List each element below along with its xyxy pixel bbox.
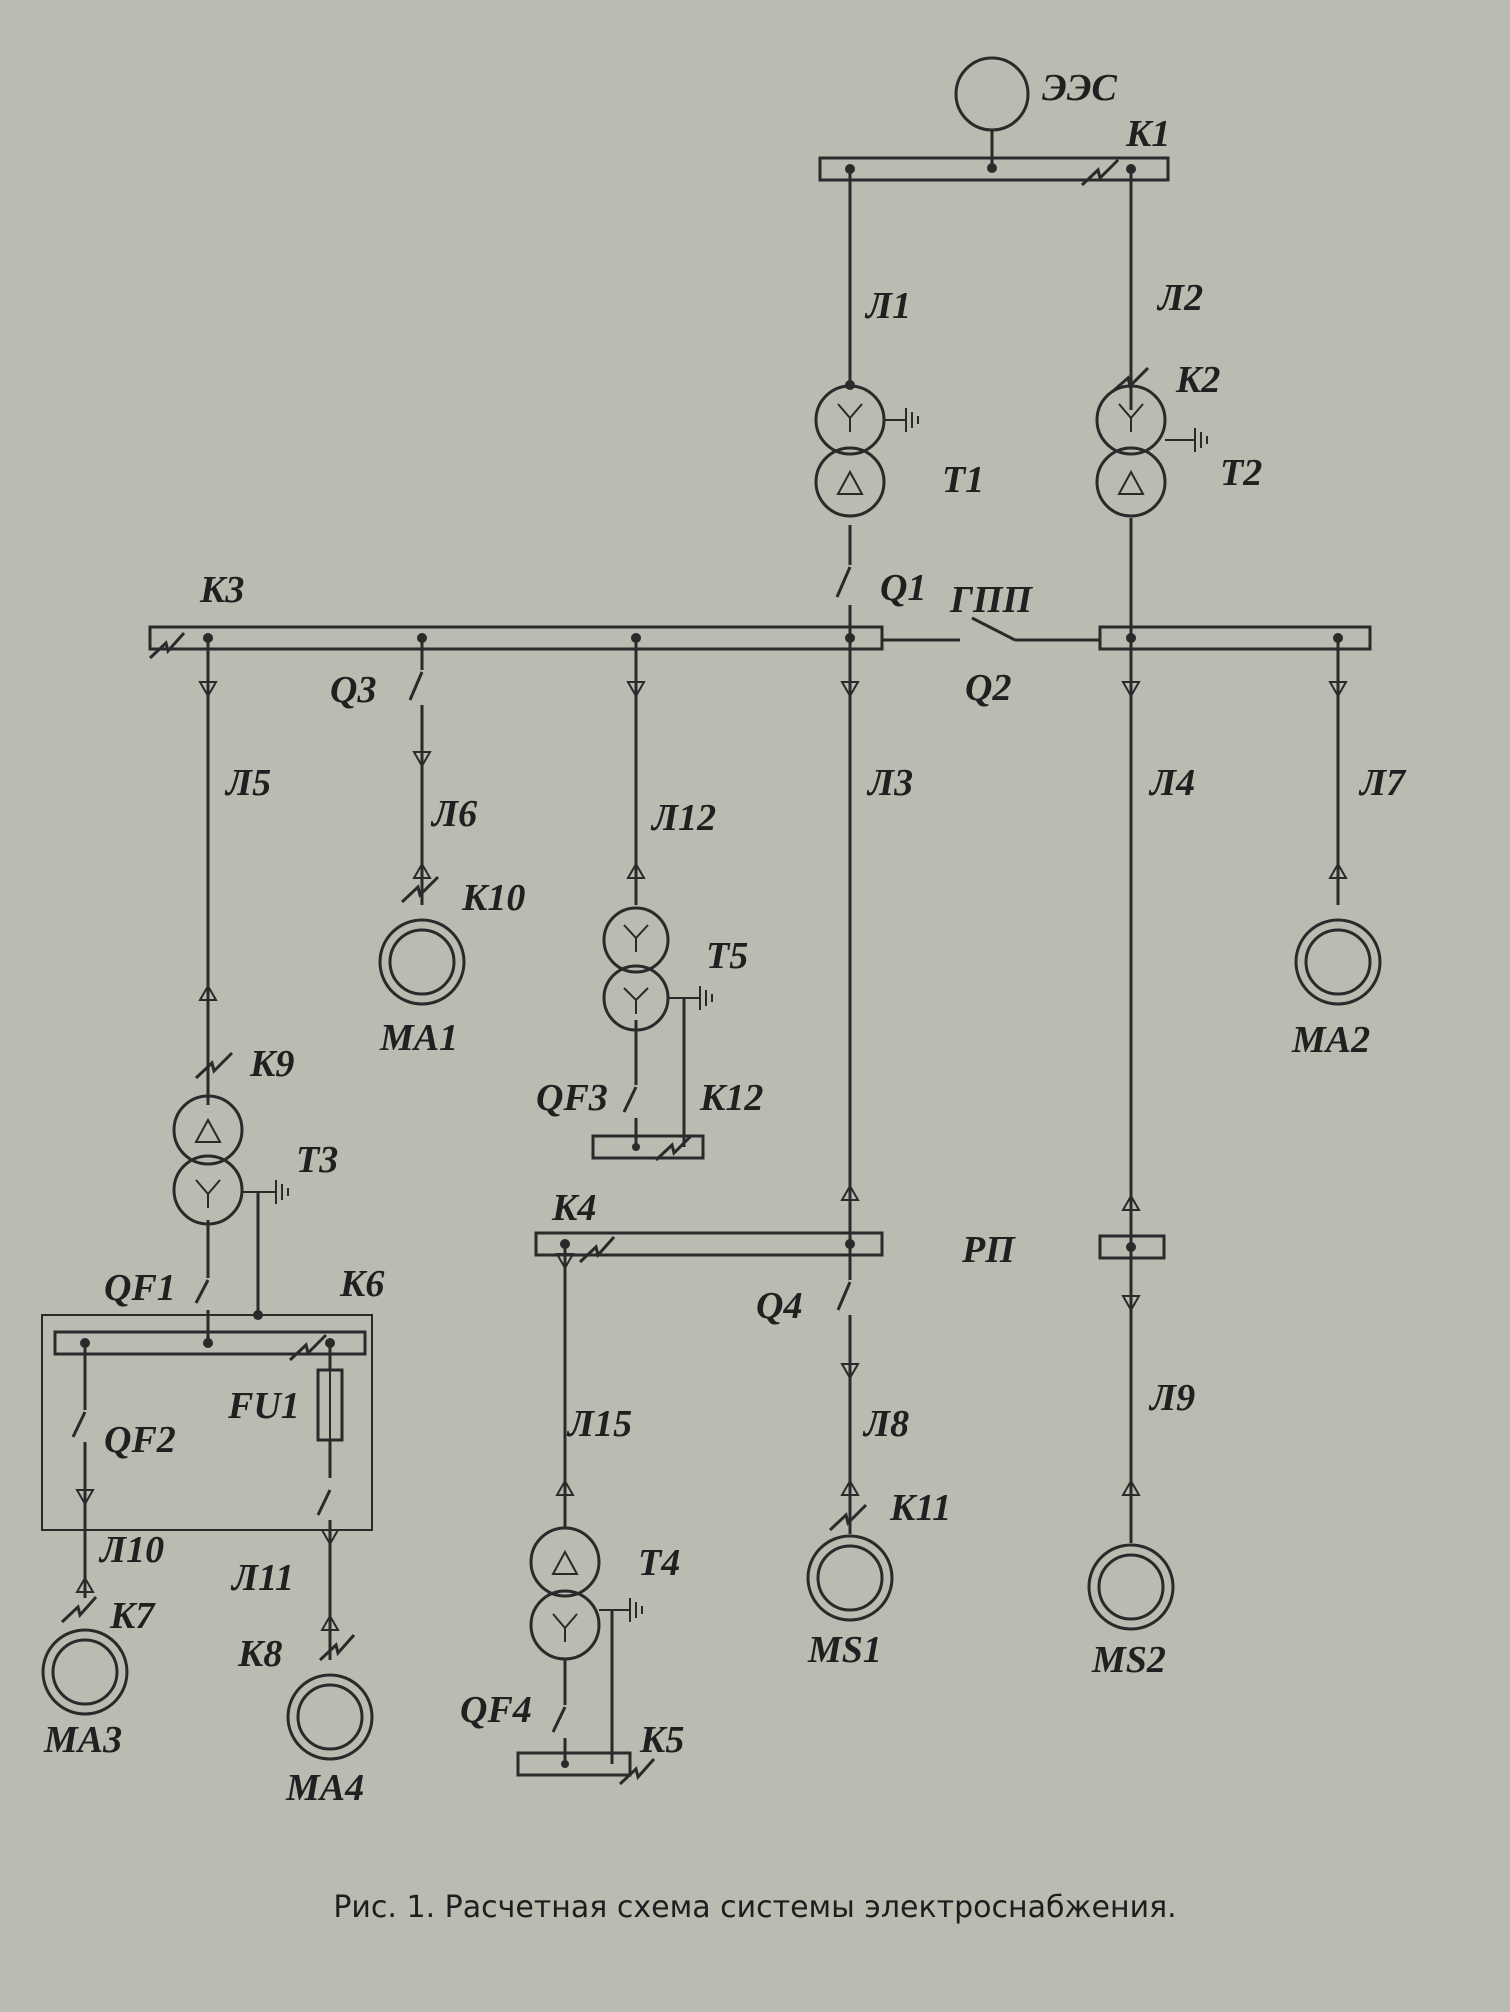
label-qf4: QF4 [460,1689,532,1731]
power-system-source [954,56,1030,168]
label-k7: K7 [109,1595,156,1637]
label-k2: K2 [1175,359,1220,401]
label-q3: Q3 [330,669,376,711]
label-q2: Q2 [965,667,1011,709]
lv-bus-t5 [591,1134,705,1160]
wires [71,169,1340,1764]
label-gpp: ГПП [949,579,1034,621]
transformer-t5 [602,906,713,1032]
label-t5: T5 [706,935,748,977]
label-l12: Л12 [650,797,716,839]
label-ms2: MS2 [1091,1639,1166,1681]
label-k10: K10 [461,877,525,919]
label-k12: K12 [699,1077,763,1119]
label-qf1: QF1 [104,1267,176,1309]
label-k11: K11 [889,1487,951,1529]
motor-ma2 [1294,918,1382,1006]
label-ma1: MA1 [379,1017,458,1059]
label-rp: РП [961,1229,1016,1271]
line-arrows [75,681,1348,1631]
label-l11: Л11 [230,1557,294,1599]
motor-ms1 [806,1534,894,1622]
label-k8: K8 [237,1633,282,1675]
lv-bus-t3 [53,1330,367,1356]
label-l4: Л4 [1148,762,1195,804]
label-l9: Л9 [1148,1377,1195,1419]
label-k9: K9 [249,1043,294,1085]
label-ma2: MA2 [1291,1019,1370,1061]
motor-ms2 [1087,1543,1175,1631]
rp-bus-section-1 [534,1231,884,1257]
label-k3: K3 [199,569,244,611]
label-fu1: FU1 [227,1385,300,1427]
figure-caption: Рис. 1. Расчетная схема системы электрос… [333,1890,1177,1925]
gpp-bus-section-1 [148,625,884,651]
label-l6: Л6 [430,793,477,835]
motor-ma3 [41,1628,129,1716]
label-t3: T3 [296,1139,338,1181]
label-l3: Л3 [866,762,913,804]
label-ees: ЭЭС [1042,67,1117,109]
label-qf3: QF3 [536,1077,608,1119]
label-k5: K5 [639,1719,684,1761]
source-bus [818,156,1170,182]
label-k4: K4 [551,1187,596,1229]
label-l8: Л8 [862,1403,909,1445]
label-l5: Л5 [224,762,271,804]
transformer-t3 [172,1094,289,1226]
transformer-t1 [814,384,919,518]
label-ma4: MA4 [285,1767,364,1809]
label-t1: T1 [942,459,984,501]
short-circuit-markers [60,158,1150,1786]
motor-ma4 [286,1673,374,1761]
label-l7: Л7 [1358,762,1407,804]
label-ms1: MS1 [807,1629,882,1671]
label-k1: K1 [1125,113,1170,155]
label-ma3: MA3 [43,1719,122,1761]
motor-ma1 [378,918,466,1006]
gpp-bus-section-2 [1098,625,1372,651]
label-l1: Л1 [864,285,911,327]
label-l15: Л15 [566,1403,632,1445]
label-l2: Л2 [1156,277,1203,319]
label-t4: T4 [638,1542,680,1584]
lv-bus-t4 [516,1751,632,1777]
label-qf2: QF2 [104,1419,176,1461]
label-l10: Л10 [98,1529,164,1571]
label-t2: T2 [1220,452,1262,494]
label-k6: K6 [339,1263,384,1305]
label-q4: Q4 [756,1285,802,1327]
label-q1: Q1 [880,567,926,609]
labels: ЭЭС K1 Л1 Л2 K2 T1 T2 Q1 ГПП Q2 K3 Q3 Л5… [43,67,1407,1809]
transformer-t4 [529,1526,643,1661]
transformer-t2 [1095,384,1208,518]
